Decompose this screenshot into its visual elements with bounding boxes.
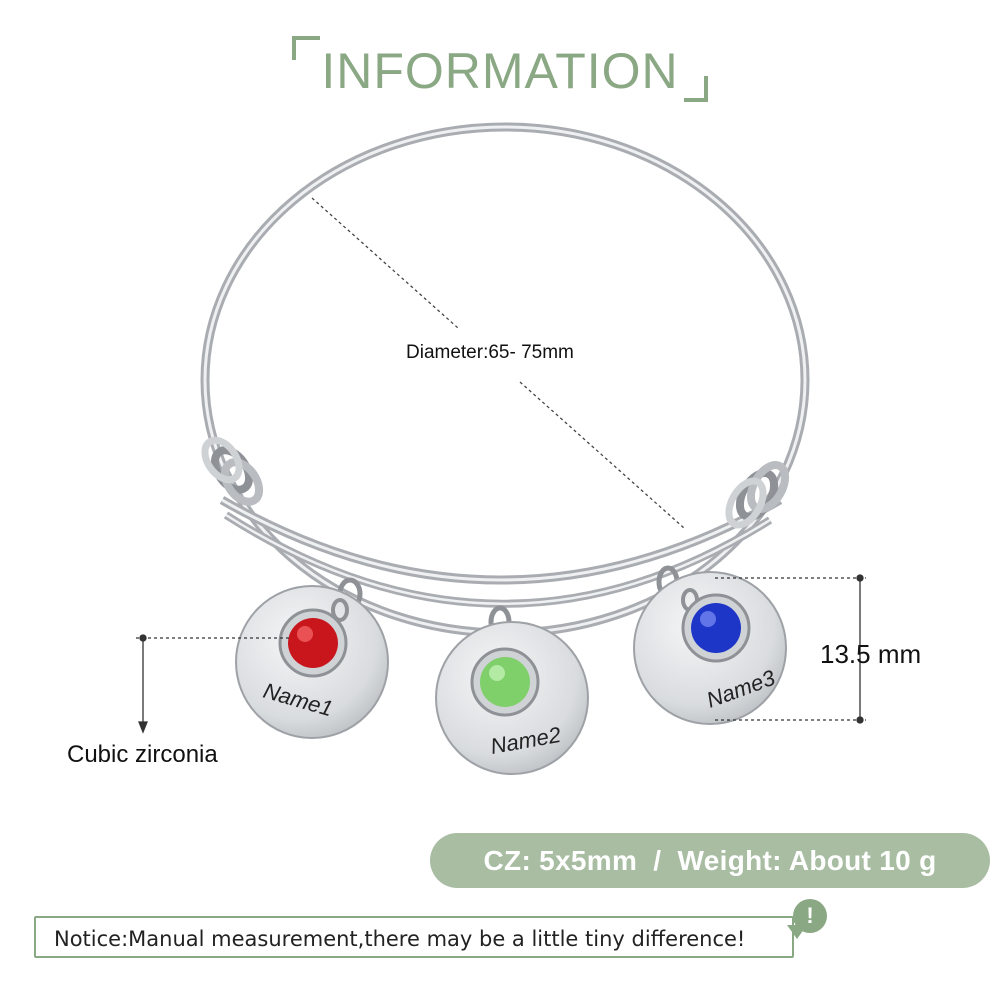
diameter-guide-line-lower — [519, 381, 685, 529]
title-bracket-bottom-right — [684, 76, 708, 102]
left-coil — [201, 436, 264, 506]
title-bracket-top-left — [292, 36, 320, 60]
page-title: INFORMATION — [321, 43, 679, 99]
stone-guide — [136, 634, 290, 734]
spec-banner: CZ: 5x5mm / Weight: About 10 g — [430, 833, 990, 888]
charm-3-stone — [691, 603, 741, 653]
height-label: 13.5 mm — [820, 639, 922, 669]
charm-3: Name3 — [633, 565, 787, 725]
title-frame: INFORMATION — [292, 36, 708, 102]
charm-2: Name2 — [435, 605, 589, 775]
charm-1: Name1 — [235, 577, 389, 739]
bangle-wire — [200, 122, 810, 638]
exclamation-icon: ! — [793, 899, 827, 933]
stone-label: Cubic zirconia — [67, 741, 218, 768]
diameter-guide-line-upper — [311, 197, 459, 329]
right-coil — [725, 461, 790, 529]
diameter-label: Diameter:65- 75mm — [406, 342, 574, 363]
charm-2-stone — [480, 657, 530, 707]
notice-box: Notice:Manual measurement,there may be a… — [34, 916, 794, 958]
charm-1-stone — [288, 618, 338, 668]
height-dimension — [715, 574, 866, 724]
